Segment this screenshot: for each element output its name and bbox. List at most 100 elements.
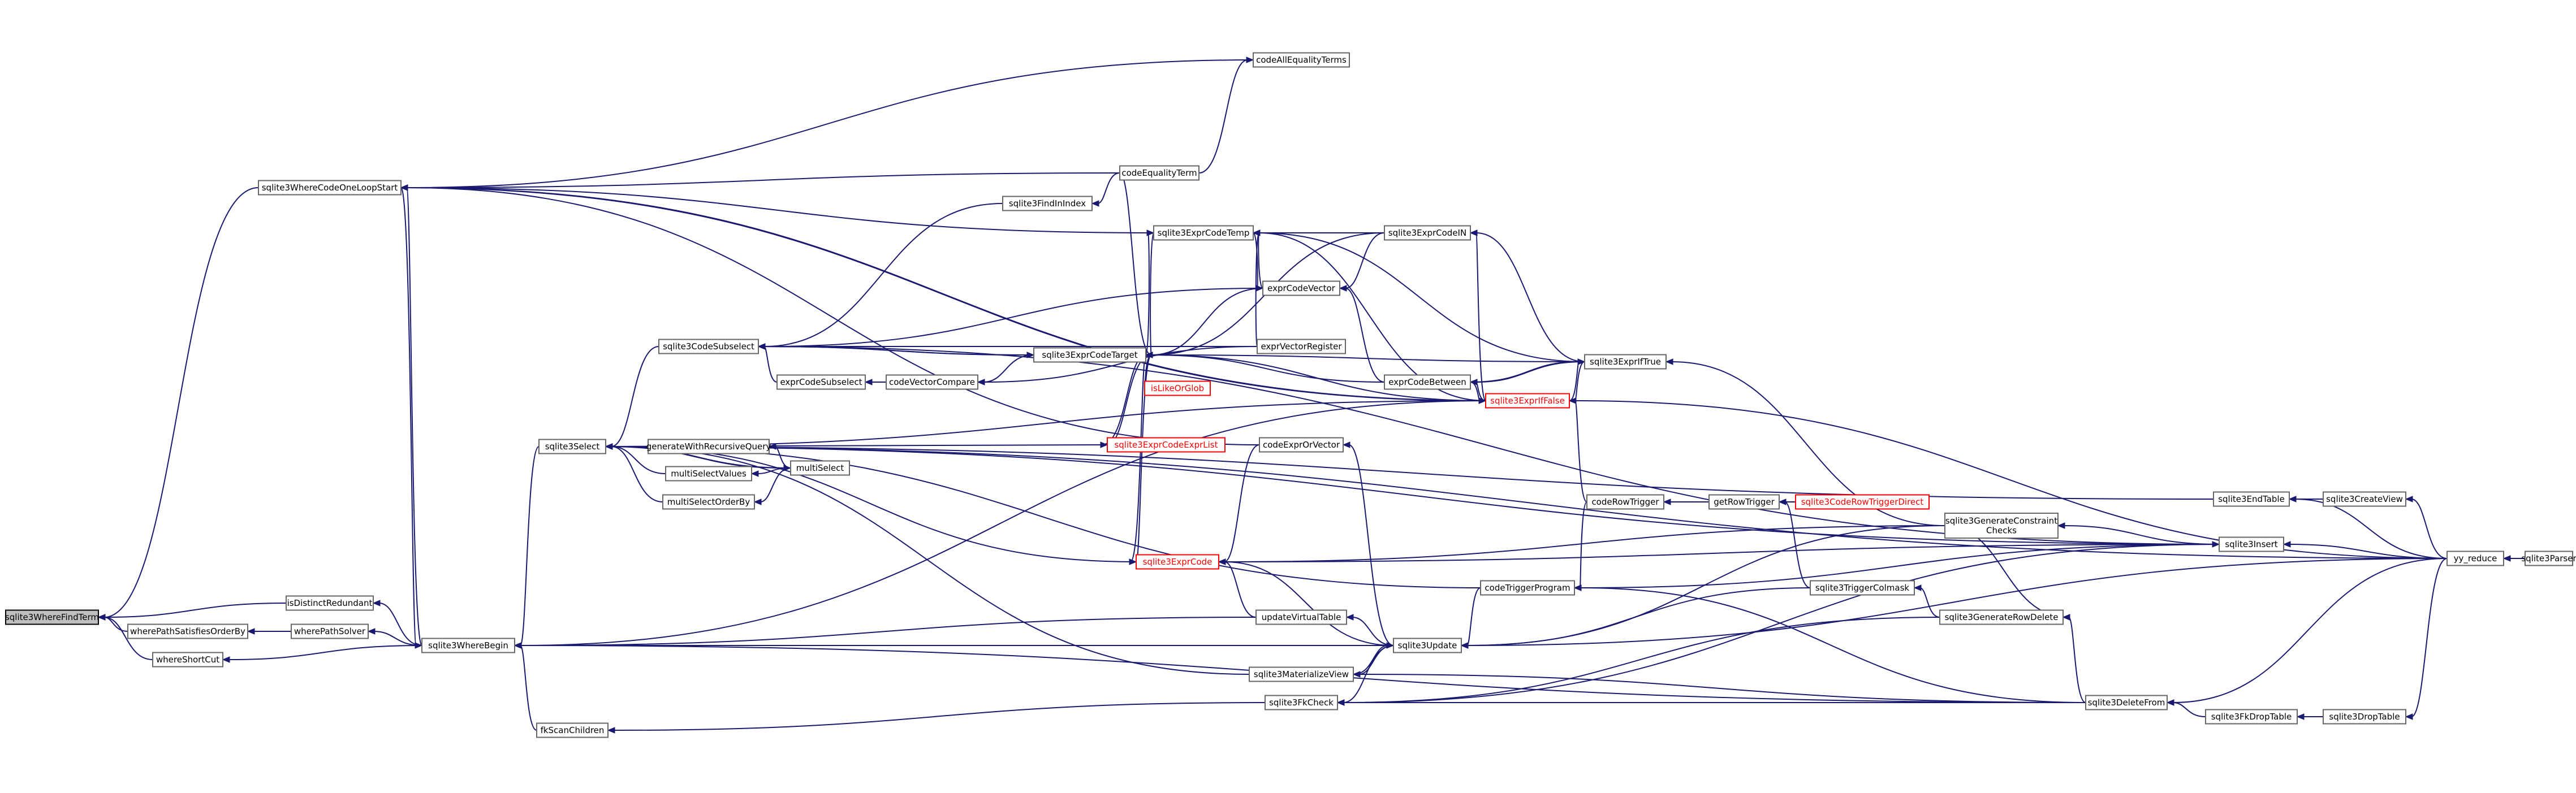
node-sqlite3-fk-check[interactable]: sqlite3FkCheck: [1265, 695, 1338, 710]
node-is-distinct-redundant[interactable]: isDistinctRedundant: [286, 595, 374, 611]
arrowhead-icon: [1460, 642, 1469, 649]
edge-sqlite3-insert-to-sqlite3-expr-code: [1224, 544, 2220, 562]
node-box: [152, 652, 223, 668]
node-fk-scan-children[interactable]: fkScanChildren: [536, 722, 609, 738]
arrowhead-icon: [247, 628, 255, 635]
arrowhead-icon: [607, 727, 615, 734]
node-sqlite3-insert[interactable]: sqlite3Insert: [2219, 536, 2284, 552]
node-box: [538, 439, 606, 454]
edge-code-row-trigger-to-code-trigger-program: [1580, 501, 1587, 588]
node-code-vector-compare[interactable]: codeVectorCompare: [886, 374, 978, 390]
node-code-equality-term[interactable]: codeEqualityTerm: [1119, 165, 1199, 181]
node-code-all-equality-terms[interactable]: codeAllEqualityTerms: [1253, 52, 1350, 68]
node-box: [2219, 536, 2284, 552]
arrowhead-icon: [750, 470, 759, 477]
node-box: [5, 609, 99, 625]
node-sqlite3-create-view[interactable]: sqlite3CreateView: [2323, 491, 2406, 507]
node-sqlite3-expr-code-in[interactable]: sqlite3ExprCodeIN: [1384, 225, 1471, 241]
node-multi-select-order-by[interactable]: multiSelectOrderBy: [662, 494, 755, 510]
edge-sqlite3-where-begin-to-where-short-cut: [228, 645, 422, 660]
edge-sqlite3-fk-check-to-fk-scan-children: [613, 702, 1266, 731]
arrowhead-icon: [2062, 614, 2070, 621]
node-sqlite3-expr-if-false[interactable]: sqlite3ExprIfFalse: [1485, 393, 1570, 409]
node-yy-reduce[interactable]: yy_reduce: [2446, 551, 2504, 566]
node-sqlite3-update[interactable]: sqlite3Update: [1393, 638, 1462, 653]
node-sqlite3-generate-row-delete[interactable]: sqlite3GenerateRowDelete: [1939, 609, 2064, 625]
node-sqlite3-parser[interactable]: sqlite3Parser: [2521, 551, 2576, 566]
node-where-short-cut[interactable]: whereShortCut: [152, 652, 223, 668]
node-sqlite3-fk-drop-table[interactable]: sqlite3FkDropTable: [2205, 709, 2298, 725]
node-generate-with-recursive-query[interactable]: generateWithRecursiveQuery: [646, 439, 771, 454]
node-sqlite3-where-find-term[interactable]: sqlite3WhereFindTerm: [5, 609, 99, 625]
node-is-like-or-glob[interactable]: isLikeOrGlob: [1144, 380, 1211, 396]
edge-sqlite3-expr-code-target-to-sqlite3-expr-code-expr-list: [1101, 354, 1146, 445]
edge-sqlite3-where-code-one-loop-start-to-sqlite3-expr-if-false: [400, 187, 1481, 401]
node-multi-select[interactable]: multiSelect: [790, 460, 850, 476]
node-code-row-trigger[interactable]: codeRowTrigger: [1586, 494, 1664, 510]
node-box: [1257, 339, 1346, 354]
node-sqlite3-find-in-index[interactable]: sqlite3FindInIndex: [1002, 196, 1093, 211]
node-label: exprCodeBetween: [1388, 377, 1466, 387]
node-box: [1584, 354, 1667, 370]
arrowhead-icon: [2282, 541, 2291, 548]
edge-sqlite3-expr-if-true-to-sqlite3-expr-code-temp: [1258, 232, 1585, 362]
node-sqlite3-expr-code[interactable]: sqlite3ExprCode: [1136, 554, 1219, 570]
edge-update-virtual-table-to-sqlite3-where-begin: [520, 617, 1257, 646]
edge-sqlite3-insert-to-code-trigger-program: [1580, 544, 2220, 588]
node-multi-select-values[interactable]: multiSelectValues: [665, 466, 752, 482]
node-sqlite3-select[interactable]: sqlite3Select: [538, 439, 606, 454]
edge-sqlite3-update-to-code-expr-or-vector: [1348, 444, 1394, 646]
node-sqlite3-materialize-view[interactable]: sqlite3MaterializeView: [1249, 666, 1354, 682]
node-where-path-solver[interactable]: wherePathSolver: [291, 623, 369, 639]
node-sqlite3-expr-code-target[interactable]: sqlite3ExprCodeTarget: [1033, 347, 1146, 363]
node-sqlite3-trigger-colmask[interactable]: sqlite3TriggerColmask: [1810, 580, 1915, 596]
node-expr-code-subselect[interactable]: exprCodeSubselect: [776, 374, 866, 390]
node-sqlite3-code-subselect[interactable]: sqlite3CodeSubselect: [658, 339, 759, 354]
node-expr-code-vector[interactable]: exprCodeVector: [1262, 280, 1340, 296]
arrowhead-icon: [222, 656, 230, 663]
node-update-virtual-table[interactable]: updateVirtualTable: [1255, 609, 1347, 625]
node-where-path-satisfies-order-by[interactable]: wherePathSatisfiesOrderBy: [127, 623, 248, 639]
node-label: sqlite3ExprCodeIN: [1388, 228, 1466, 238]
arrowhead-icon: [1252, 229, 1261, 236]
node-get-row-trigger[interactable]: getRowTrigger: [1708, 494, 1780, 510]
edge-code-equality-term-to-sqlite3-where-code-one-loop-start: [406, 172, 1120, 188]
arrowhead-icon: [2288, 496, 2297, 502]
edge-multi-select-to-generate-with-recursive-query: [774, 446, 791, 469]
node-label: sqlite3CodeSubselect: [663, 341, 754, 352]
node-expr-code-between[interactable]: exprCodeBetween: [1384, 374, 1471, 390]
node-code-trigger-program[interactable]: codeTriggerProgram: [1480, 580, 1575, 596]
node-expr-vector-register[interactable]: exprVectorRegister: [1257, 339, 1346, 354]
node-label: sqlite3EndTable: [2218, 494, 2285, 504]
node-sqlite3-end-table[interactable]: sqlite3EndTable: [2213, 491, 2290, 507]
edge-yy-reduce-to-sqlite3-update: [1466, 558, 2448, 646]
arrowhead-icon: [753, 499, 762, 505]
node-sqlite3-where-code-one-loop-start[interactable]: sqlite3WhereCodeOneLoopStart: [258, 180, 402, 196]
node-label: sqlite3TriggerColmask: [1815, 583, 1909, 593]
arrowhead-icon: [1255, 285, 1264, 292]
node-label: sqlite3DropTable: [2329, 712, 2400, 722]
node-box: [2205, 709, 2298, 725]
node-box: [2323, 709, 2406, 725]
node-sqlite3-expr-code-expr-list[interactable]: sqlite3ExprCodeExprList: [1107, 437, 1226, 453]
edge-yy-reduce-to-sqlite3-end-table: [2294, 499, 2448, 559]
edge-sqlite3-generate-row-delete-to-sqlite3-trigger-colmask: [1919, 587, 1940, 618]
node-code-expr-or-vector[interactable]: codeExprOrVector: [1259, 437, 1344, 453]
edge-sqlite3-expr-code-to-sqlite3-expr-code-target: [1136, 354, 1152, 562]
edge-sqlite3-where-code-one-loop-start-to-sqlite3-where-begin: [400, 187, 417, 646]
edge-where-path-satisfies-order-by-to-sqlite3-where-find-term: [103, 617, 128, 632]
node-box: [2446, 551, 2504, 566]
node-sqlite3-expr-if-true[interactable]: sqlite3ExprIfTrue: [1584, 354, 1667, 370]
edge-expr-code-vector-to-sqlite3-expr-code-temp: [1258, 232, 1263, 289]
arrowhead-icon: [1665, 358, 1673, 365]
node-sqlite3-code-row-trigger-direct[interactable]: sqlite3CodeRowTriggerDirect: [1795, 494, 1930, 510]
node-box: [1259, 437, 1344, 453]
node-sqlite3-drop-table[interactable]: sqlite3DropTable: [2323, 709, 2406, 725]
node-sqlite3-delete-from[interactable]: sqlite3DeleteFrom: [2085, 695, 2168, 710]
node-sqlite3-expr-code-temp[interactable]: sqlite3ExprCodeTemp: [1153, 225, 1254, 241]
node-box: [1393, 638, 1462, 653]
node-sqlite3-where-begin[interactable]: sqlite3WhereBegin: [421, 638, 515, 653]
node-label: sqlite3ExprCodeTemp: [1158, 228, 1250, 238]
node-label: exprCodeVector: [1267, 283, 1336, 293]
